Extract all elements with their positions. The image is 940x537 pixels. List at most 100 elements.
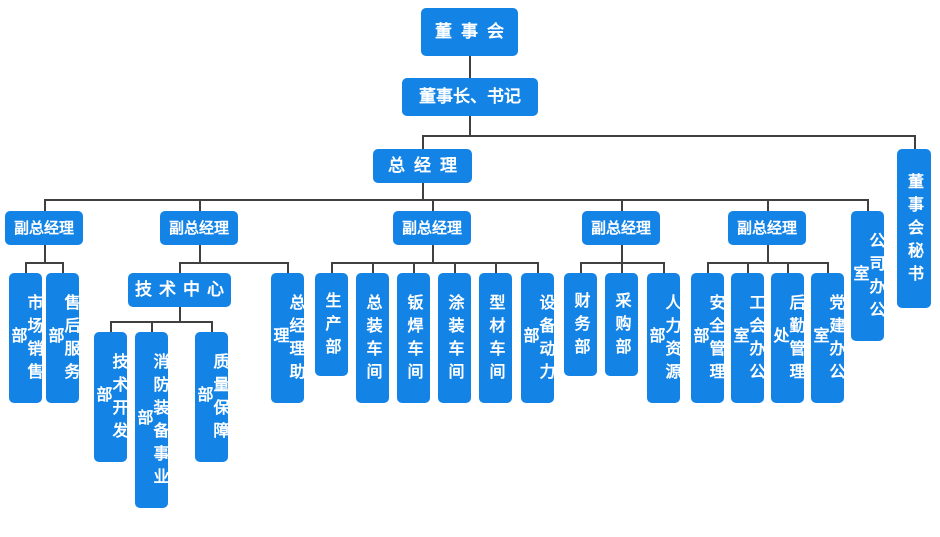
node-general-manager-label: 总经理 — [388, 155, 466, 176]
connector-deputy4-to-procurement — [621, 262, 623, 273]
connector-deputy4-down — [621, 245, 623, 262]
connector-deputy3-down — [432, 245, 434, 262]
node-board-secretary[interactable]: 董事会秘书 — [897, 149, 931, 308]
node-market-sales-label: 市场销售部 — [8, 294, 44, 386]
connector-bus-to-deputy4 — [621, 199, 623, 211]
connector-deputy1-to-market — [25, 262, 27, 273]
connector-bus-to-board-secretary — [914, 135, 916, 149]
node-board[interactable]: 董事会 — [421, 8, 518, 56]
node-finance-label: 财务部 — [571, 292, 591, 361]
connector-deputy3-to-welding — [413, 262, 415, 273]
node-gm-assistant-label: 总经理助理 — [270, 294, 306, 386]
node-production[interactable]: 生产部 — [315, 273, 348, 376]
node-human-resources-label: 人力资源部 — [646, 294, 682, 386]
node-chairman[interactable]: 董事长、书记 — [402, 78, 538, 116]
connector-deputy2-down — [199, 245, 201, 262]
connector-board-chairman — [469, 56, 471, 78]
node-deputy-gm-1[interactable]: 副总经理 — [5, 211, 83, 245]
connector-deputy2-to-gmassistant — [287, 262, 289, 273]
node-tech-development-label: 技术开发部 — [93, 353, 129, 445]
connector-bus-to-deputy2 — [199, 199, 201, 211]
node-party-office-label: 党建办公室 — [810, 294, 846, 386]
connector-bus-to-gm — [422, 135, 424, 149]
connector-deputy3-to-production — [331, 262, 333, 273]
node-assembly-shop-label: 总装车间 — [363, 294, 383, 386]
connector-bus-to-deputy3 — [432, 199, 434, 211]
node-deputy-gm-5[interactable]: 副总经理 — [728, 211, 806, 245]
connector-deputy5-to-union — [747, 262, 749, 273]
connector-deputy2-to-techcenter — [179, 262, 181, 273]
connector-techcenter-to-techdev — [110, 321, 112, 332]
connector-techcenter-to-fireequip — [151, 321, 153, 332]
connector-deputy1-down — [44, 245, 46, 262]
node-safety-management[interactable]: 安全管理部 — [690, 273, 726, 403]
node-tech-center[interactable]: 技术中心 — [128, 273, 231, 307]
connector-deputy1-bus — [25, 262, 64, 264]
connector-deputy5-to-safety — [707, 262, 709, 273]
node-after-sales[interactable]: 售后服务部 — [45, 273, 81, 403]
node-deputy-gm-3[interactable]: 副总经理 — [393, 211, 471, 245]
node-production-label: 生产部 — [322, 292, 342, 361]
node-gm-assistant[interactable]: 总经理助理 — [270, 273, 306, 403]
node-procurement[interactable]: 采购部 — [605, 273, 638, 376]
connector-deputy2-bus — [179, 262, 289, 264]
connector-deputy3-to-equippower — [537, 262, 539, 273]
node-finance[interactable]: 财务部 — [564, 273, 597, 376]
connector-bus-chairman — [422, 135, 916, 137]
node-fire-equipment[interactable]: 消防装备事业部 — [134, 332, 170, 508]
node-assembly-shop[interactable]: 总装车间 — [356, 273, 389, 403]
connector-deputy4-to-finance — [580, 262, 582, 273]
connector-bus-to-deputy1 — [44, 199, 46, 211]
connector-chairman-down — [469, 116, 471, 135]
connector-deputy3-bus — [331, 262, 537, 264]
node-board-label: 董事会 — [435, 21, 513, 42]
node-painting-shop[interactable]: 涂装车间 — [438, 273, 471, 403]
connector-deputy4-to-hr — [663, 262, 665, 273]
node-board-secretary-label: 董事会秘书 — [905, 173, 924, 288]
node-equipment-power-label: 设备动力部 — [520, 294, 556, 386]
node-market-sales[interactable]: 市场销售部 — [8, 273, 44, 403]
connector-main-bus — [44, 199, 867, 201]
node-logistics-management-label: 后勤管理处 — [770, 294, 806, 386]
connector-deputy3-to-painting — [454, 262, 456, 273]
node-procurement-label: 采购部 — [612, 292, 632, 361]
node-welding-shop[interactable]: 钣焊车间 — [397, 273, 430, 403]
node-deputy-gm-4[interactable]: 副总经理 — [582, 211, 660, 245]
node-party-office[interactable]: 党建办公室 — [810, 273, 846, 403]
connector-deputy3-to-assembly — [372, 262, 374, 273]
node-deputy-gm-2[interactable]: 副总经理 — [160, 211, 238, 245]
node-general-manager[interactable]: 总经理 — [373, 149, 472, 183]
node-company-office-label: 公司办公室 — [850, 232, 886, 324]
node-profile-shop[interactable]: 型材车间 — [479, 273, 512, 403]
node-deputy-gm-3-label: 副总经理 — [401, 218, 462, 237]
node-chairman-label: 董事长、书记 — [419, 86, 521, 107]
node-after-sales-label: 售后服务部 — [45, 294, 81, 386]
node-union-office-label: 工会办公室 — [730, 294, 766, 386]
connector-deputy5-to-party — [827, 262, 829, 273]
node-deputy-gm-4-label: 副总经理 — [590, 218, 651, 237]
connector-bus-to-company-office — [867, 199, 869, 211]
node-union-office[interactable]: 工会办公室 — [730, 273, 766, 403]
node-quality-assurance[interactable]: 质量保障部 — [194, 332, 230, 462]
connector-gm-down — [422, 183, 424, 199]
connector-deputy5-bus — [707, 262, 827, 264]
node-tech-development[interactable]: 技术开发部 — [93, 332, 129, 462]
node-painting-shop-label: 涂装车间 — [445, 294, 465, 386]
node-human-resources[interactable]: 人力资源部 — [646, 273, 682, 403]
node-quality-assurance-label: 质量保障部 — [194, 353, 230, 445]
node-equipment-power[interactable]: 设备动力部 — [520, 273, 556, 403]
connector-deputy5-to-logistics — [787, 262, 789, 273]
node-logistics-management[interactable]: 后勤管理处 — [770, 273, 806, 403]
node-fire-equipment-label: 消防装备事业部 — [134, 353, 170, 491]
node-profile-shop-label: 型材车间 — [486, 294, 506, 386]
connector-deputy5-down — [767, 245, 769, 262]
connector-deputy3-to-profile — [495, 262, 497, 273]
node-deputy-gm-1-label: 副总经理 — [13, 218, 74, 237]
connector-bus-to-deputy5 — [767, 199, 769, 211]
node-deputy-gm-2-label: 副总经理 — [168, 218, 229, 237]
node-welding-shop-label: 钣焊车间 — [404, 294, 424, 386]
node-tech-center-label: 技术中心 — [135, 279, 231, 300]
node-company-office[interactable]: 公司办公室 — [850, 211, 886, 341]
connector-deputy1-to-aftersales — [62, 262, 64, 273]
node-safety-management-label: 安全管理部 — [690, 294, 726, 386]
